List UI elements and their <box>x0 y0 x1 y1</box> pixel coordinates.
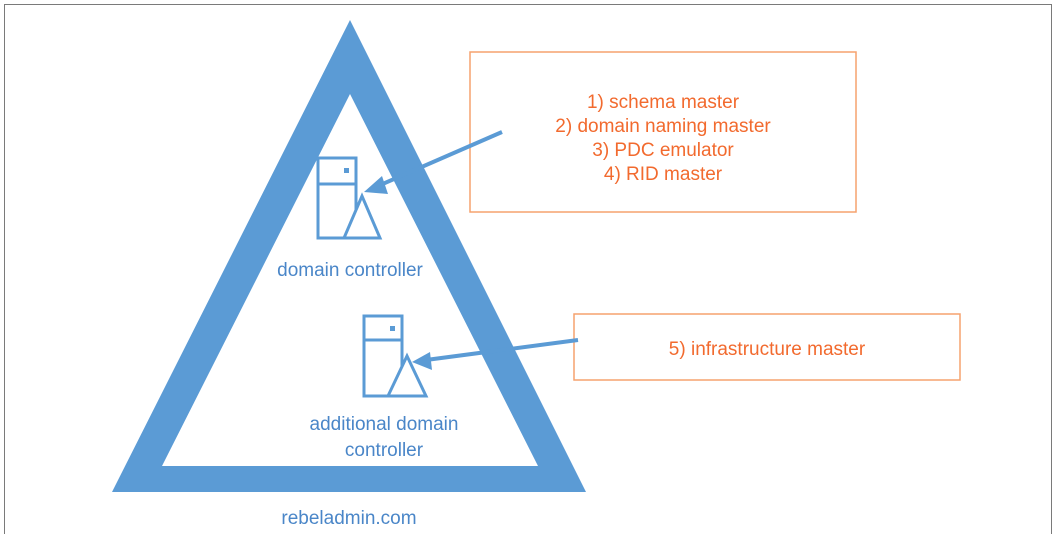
primary-server-label: domain controller <box>277 260 423 281</box>
domain-name-label: rebeladmin.com <box>281 508 416 529</box>
role-rid-master: 4) RID master <box>604 164 723 185</box>
domain-triangle <box>112 20 586 492</box>
primary-server-led <box>344 168 349 173</box>
role-domain-naming-master: 2) domain naming master <box>555 116 771 137</box>
additional-server-label-line1: additional domain <box>310 414 459 435</box>
diagram-frame <box>4 4 1052 534</box>
primary-arrow <box>364 130 503 194</box>
role-schema-master: 1) schema master <box>587 92 740 113</box>
additional-server-label-line2: controller <box>345 440 424 461</box>
primary-roles-box <box>469 51 857 213</box>
primary-server-icon <box>316 156 383 240</box>
additional-roles-box <box>573 313 961 381</box>
additional-arrow <box>412 338 579 370</box>
role-infrastructure-master: 5) infrastructure master <box>669 339 866 360</box>
additional-server-led <box>390 326 395 331</box>
role-pdc-emulator: 3) PDC emulator <box>592 140 734 161</box>
additional-server-icon <box>362 314 429 398</box>
